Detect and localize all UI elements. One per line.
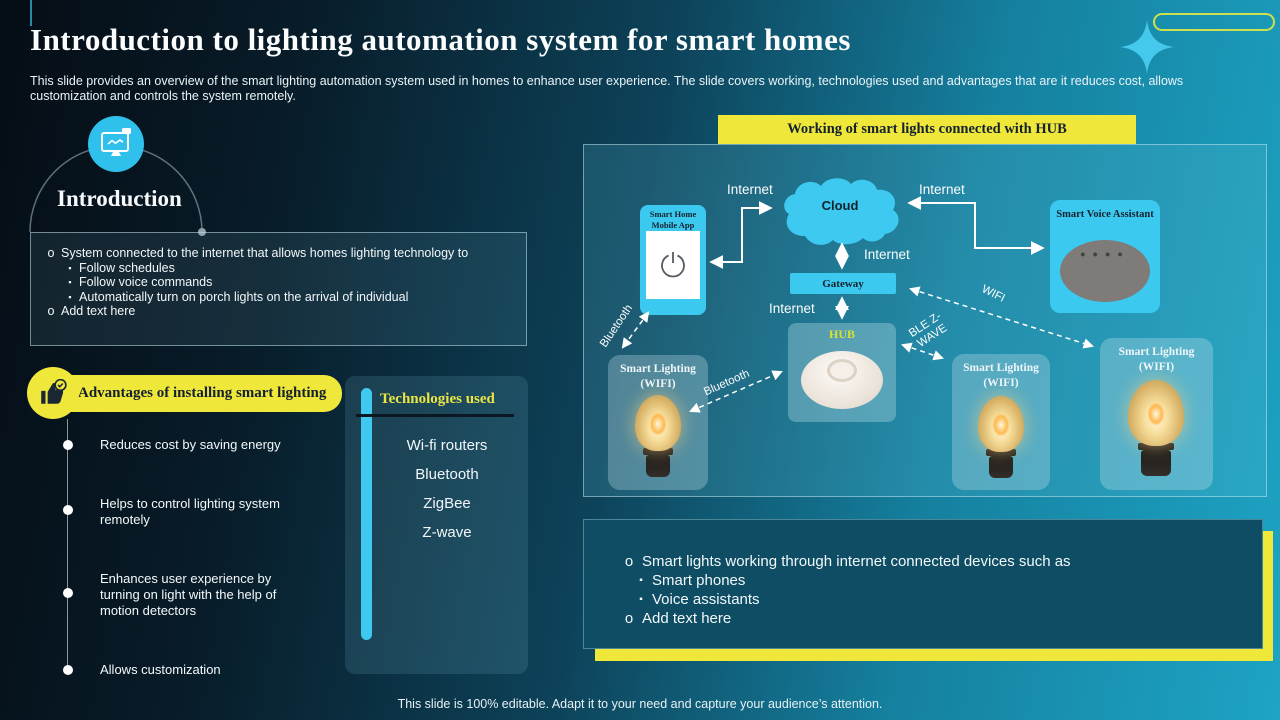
internet-label: Internet bbox=[919, 182, 965, 197]
diagram-node-light-mid: Smart Lighting (WIFI) bbox=[952, 354, 1050, 490]
bullet-marker: ▪ bbox=[68, 262, 72, 273]
light-label: Smart Lighting (WIFI) bbox=[963, 362, 1039, 389]
bullet-text: Add text here bbox=[61, 304, 136, 319]
bullet-dot bbox=[63, 665, 73, 675]
bullet-text: Add text here bbox=[642, 610, 732, 627]
notes-sub-bullet: ▪ Smart phones bbox=[616, 571, 1242, 590]
advantage-item: Allows customization bbox=[100, 662, 221, 677]
bullet-dot bbox=[63, 440, 73, 450]
diagram-node-gateway: Gateway bbox=[790, 273, 896, 294]
footer-note: This slide is 100% editable. Adapt it to… bbox=[397, 697, 883, 711]
bullet-marker: o bbox=[47, 304, 55, 319]
intro-bullet-placeholder[interactable]: o Add text here bbox=[41, 304, 510, 319]
advantage-item: Enhances user experience by turning on l… bbox=[100, 571, 277, 618]
monitor-handshake-icon bbox=[88, 116, 144, 172]
technology-item: Wi-fi routers bbox=[406, 437, 488, 454]
bullet-marker: ▪ bbox=[639, 575, 643, 586]
light-bulb-image bbox=[978, 396, 1024, 478]
pill-outline-decoration bbox=[1153, 13, 1275, 31]
cloud-shape bbox=[784, 178, 899, 245]
technology-item: Z-wave bbox=[422, 524, 472, 541]
advantage-item: Reduces cost by saving energy bbox=[100, 437, 281, 452]
technologies-heading: Technologies used bbox=[380, 391, 495, 407]
intro-sub-bullet: ▪ Automatically turn on porch lights on … bbox=[41, 290, 510, 305]
light-bulb-image bbox=[635, 395, 681, 477]
intro-heading: Introduction bbox=[57, 186, 182, 211]
diagram-node-cloud: Cloud bbox=[821, 198, 859, 213]
hub-label: HUB bbox=[828, 327, 855, 341]
bullet-marker: ▪ bbox=[68, 277, 72, 288]
technology-item: Bluetooth bbox=[415, 466, 479, 483]
hub-device bbox=[801, 351, 883, 409]
intro-sub-bullet: ▪ Follow schedules bbox=[41, 261, 510, 276]
technology-item: ZigBee bbox=[423, 495, 471, 512]
bullet-text: Smart phones bbox=[652, 572, 746, 589]
slide-subtitle: This slide provides an overview of the s… bbox=[30, 74, 1184, 103]
notes-bullet: o Smart lights working through internet … bbox=[616, 552, 1242, 571]
advantages-heading: Advantages of installing smart lighting bbox=[30, 375, 342, 412]
bullet-text: Voice assistants bbox=[652, 591, 760, 608]
technologies-accent-bar bbox=[361, 388, 372, 640]
bullet-marker: ▪ bbox=[639, 594, 643, 605]
notes-sub-bullet: ▪ Voice assistants bbox=[616, 590, 1242, 609]
technologies-list: Wi-fi routers Bluetooth ZigBee Z-wave bbox=[374, 437, 520, 553]
bullet-text: System connected to the internet that al… bbox=[61, 246, 469, 260]
bullet-text: Follow voice commands bbox=[79, 275, 213, 290]
phone-screen bbox=[646, 231, 700, 299]
notes-text-box: o Smart lights working through internet … bbox=[583, 519, 1263, 649]
diagram-node-light-left: Smart Lighting (WIFI) bbox=[608, 355, 708, 490]
technologies-underline bbox=[356, 414, 514, 417]
diagram-heading: Working of smart lights connected with H… bbox=[718, 115, 1136, 144]
thumbs-up-icon bbox=[27, 367, 79, 419]
bullet-text: Smart lights working through internet co… bbox=[642, 553, 1071, 570]
sparkle-icon bbox=[1120, 20, 1174, 74]
bullet-dot bbox=[63, 505, 73, 515]
advantage-item: Helps to control lighting system remotel… bbox=[100, 496, 280, 527]
light-label: Smart Lighting (WIFI) bbox=[620, 363, 696, 390]
bullet-marker: o bbox=[624, 610, 634, 627]
power-icon bbox=[661, 252, 685, 278]
internet-label: Internet bbox=[727, 182, 773, 197]
bullet-dot bbox=[63, 588, 73, 598]
page-title: Introduction to lighting automation syst… bbox=[30, 22, 851, 57]
diagram-node-hub: HUB bbox=[788, 323, 896, 422]
bullet-marker: o bbox=[47, 246, 55, 260]
technologies-panel bbox=[345, 376, 528, 674]
voice-assistant-dots: ●●●● bbox=[1080, 249, 1130, 259]
advantages-timeline bbox=[67, 419, 68, 671]
bullet-marker: o bbox=[624, 553, 634, 570]
bullet-marker: ▪ bbox=[68, 291, 72, 302]
intro-bullet: o System connected to the internet that … bbox=[41, 246, 510, 261]
voice-assistant-label: Smart Voice Assistant bbox=[1056, 209, 1154, 220]
bullet-text: Follow schedules bbox=[79, 260, 175, 275]
intro-text-box: o System connected to the internet that … bbox=[30, 232, 527, 346]
internet-label: Internet bbox=[769, 301, 815, 316]
light-label: Smart Lighting (WIFI) bbox=[1118, 346, 1195, 373]
internet-label: Internet bbox=[864, 247, 910, 262]
intro-sub-bullet: ▪ Follow voice commands bbox=[41, 275, 510, 290]
light-bulb-image bbox=[1128, 380, 1184, 476]
bullet-text: Automatically turn on porch lights on th… bbox=[79, 289, 409, 304]
diagram-node-light-right: Smart Lighting (WIFI) bbox=[1100, 338, 1213, 490]
notes-bullet-placeholder[interactable]: o Add text here bbox=[616, 609, 1242, 628]
top-left-accent-line bbox=[30, 0, 32, 26]
